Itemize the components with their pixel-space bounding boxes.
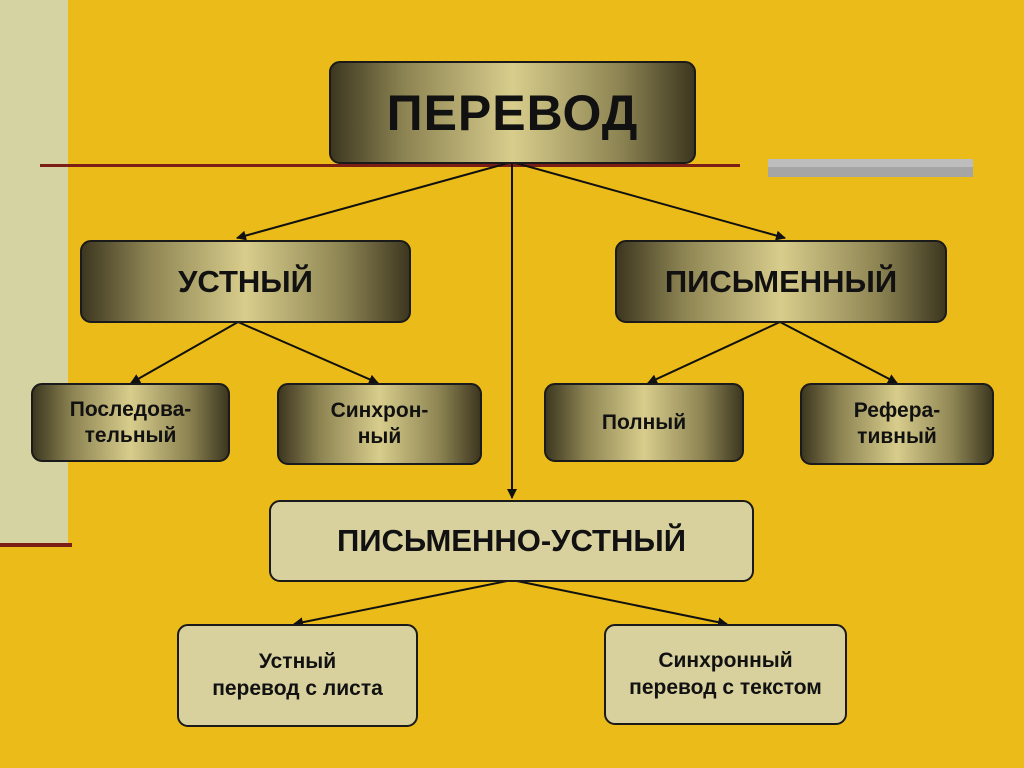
arrow-written-oral-to-sight	[293, 579, 513, 628]
full-node: Полный	[544, 383, 744, 462]
written-oral-node: ПИСЬМЕННО-УСТНЫЙ	[269, 500, 754, 582]
oral-node: УСТНЫЙ	[80, 240, 411, 323]
written-node: ПИСЬМЕННЫЙ	[615, 240, 947, 323]
arrow-written-oral-to-text	[511, 579, 728, 628]
consecutive-node: Последова- тельный	[31, 383, 230, 462]
abstract-node: Рефера- тивный	[800, 383, 994, 465]
sight-translation-node: Устный перевод с листа	[177, 624, 418, 727]
arrow-oral-to-consecutive	[130, 321, 239, 384]
arrow-written-to-abstract	[779, 321, 898, 384]
arrow-root-to-oral	[236, 161, 513, 241]
header-rule-line	[40, 164, 740, 167]
text-simultaneous-node: Синхронный перевод с текстом	[604, 624, 847, 725]
simultaneous-node: Синхрон- ный	[277, 383, 482, 465]
arrow-root-to-written	[511, 161, 786, 241]
arrow-written-to-full	[647, 321, 781, 384]
header-accent-bar	[768, 159, 973, 177]
arrow-oral-to-simultaneous	[237, 321, 379, 384]
side-decor-line	[0, 543, 72, 547]
root-node: ПЕРЕВОД	[329, 61, 696, 164]
